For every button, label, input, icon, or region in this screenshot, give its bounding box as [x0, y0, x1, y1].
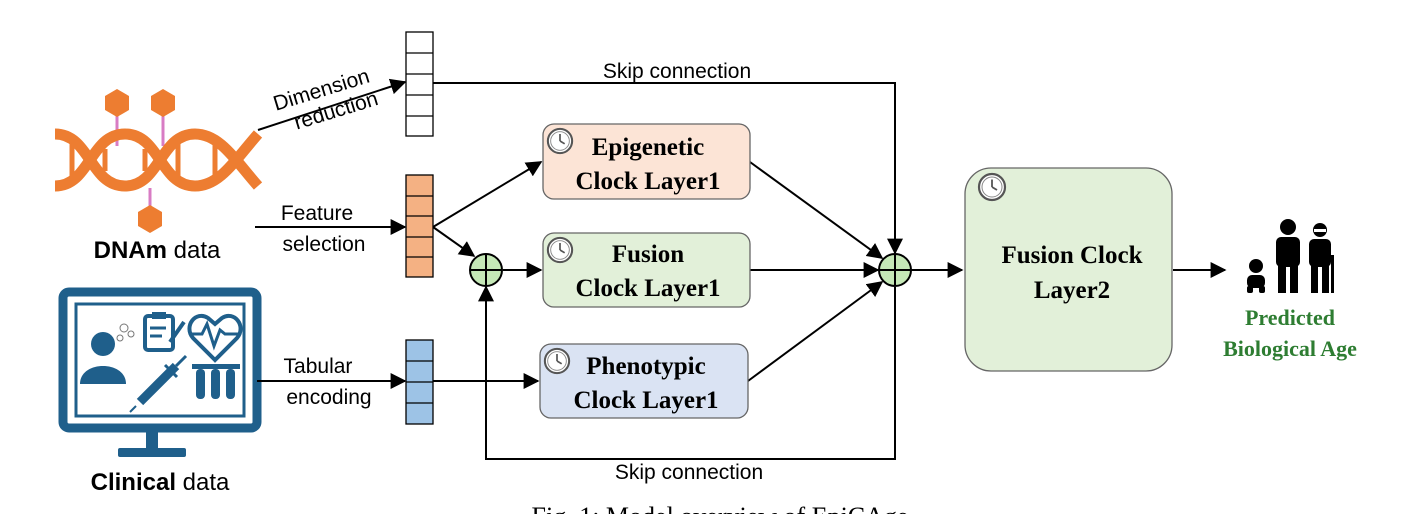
first-sum-node [469, 253, 503, 287]
feature-selection-label-2: selection [283, 233, 366, 256]
clock-icon [543, 347, 571, 375]
clipboard-icon [143, 312, 186, 352]
svg-text:Clock Layer1: Clock Layer1 [575, 275, 720, 302]
selected-feature-vector [405, 174, 434, 278]
dna-icon [54, 89, 263, 233]
predicted-label: Predicted [1245, 305, 1335, 330]
clinical-data-label: Clinical data [91, 469, 230, 496]
svg-text:Fusion Clock: Fusion Clock [1001, 242, 1142, 269]
heart-rate-icon [187, 314, 243, 363]
svg-text:Epigenetic: Epigenetic [592, 134, 705, 161]
epigenetic-to-sum-arrow [749, 161, 884, 259]
dimension-reduced-vector [405, 31, 434, 137]
tabular-encoded-vector [405, 339, 434, 425]
biological-age-label: Biological Age [1223, 336, 1357, 361]
feature-selection-label-1: Feature [281, 202, 353, 225]
test-tubes-icon [192, 364, 240, 399]
phenotypic-to-sum-arrow [747, 281, 884, 382]
fusion-clock-layer1-box: Fusion Clock Layer1 [542, 232, 751, 308]
figure-caption: Fig. 1: Model overview of EpiCAge [532, 502, 909, 514]
clock-icon [977, 172, 1007, 202]
syringe-icon [129, 354, 188, 413]
tabular-encoding-label-2: encoding [286, 386, 371, 409]
svg-text:Clock Layer1: Clock Layer1 [575, 168, 720, 195]
skip-connection-bottom-line [478, 285, 896, 460]
dimension-reduction-arrow [257, 78, 407, 131]
to-first-sum-arrow [432, 226, 476, 257]
svg-text:Fusion: Fusion [612, 241, 684, 268]
clock-icon [546, 236, 574, 264]
people-age-icon [1247, 219, 1334, 293]
phenotypic-clock-layer1-box: Phenotypic Clock Layer1 [539, 343, 749, 419]
skip-connection-bottom-label: Skip connection [615, 461, 763, 484]
svg-text:Layer2: Layer2 [1034, 277, 1110, 304]
second-sum-node [878, 253, 912, 287]
svg-text:Phenotypic: Phenotypic [586, 353, 705, 380]
to-epigenetic-arrow [432, 161, 543, 228]
fusion-clock-layer2-box: Fusion Clock Layer2 [964, 167, 1173, 372]
skip-connection-top-label: Skip connection [603, 60, 751, 83]
skip-connection-top-line [433, 82, 903, 255]
dnam-data-label: DNAm data [94, 237, 221, 264]
svg-text:Clock Layer1: Clock Layer1 [573, 387, 718, 414]
doctor-icon [80, 323, 135, 384]
tabular-encoding-label-1: Tabular [284, 355, 353, 378]
dimension-reduction-label: Dimension reduction [271, 65, 381, 135]
clock-icon [546, 127, 574, 155]
monitor-icon [58, 287, 262, 457]
epigenetic-clock-layer1-box: Epigenetic Clock Layer1 [542, 123, 751, 200]
